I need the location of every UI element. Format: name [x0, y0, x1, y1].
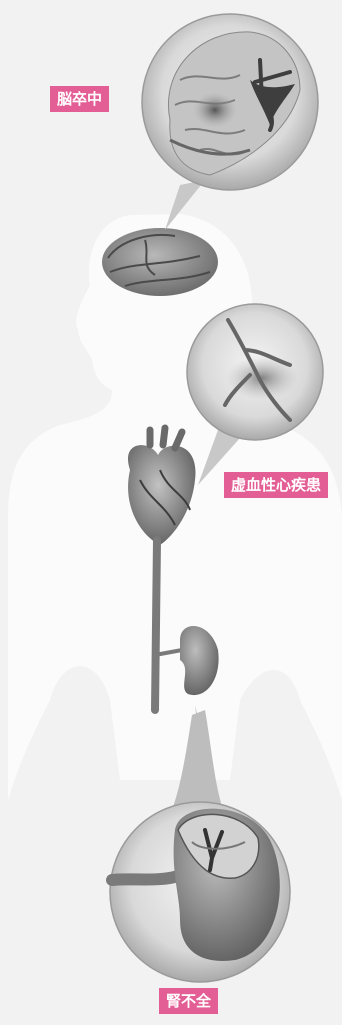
- renal-failure-label: 腎不全: [159, 988, 218, 1014]
- brain-magnifier: [142, 14, 318, 190]
- brain: [102, 228, 218, 296]
- ischemic-heart-disease-label: 虚血性心疾患: [224, 472, 328, 498]
- stroke-label: 脳卒中: [50, 86, 109, 112]
- aorta: [155, 540, 157, 710]
- kidney-magnifier: [110, 802, 290, 982]
- heart-magnifier: [187, 304, 323, 440]
